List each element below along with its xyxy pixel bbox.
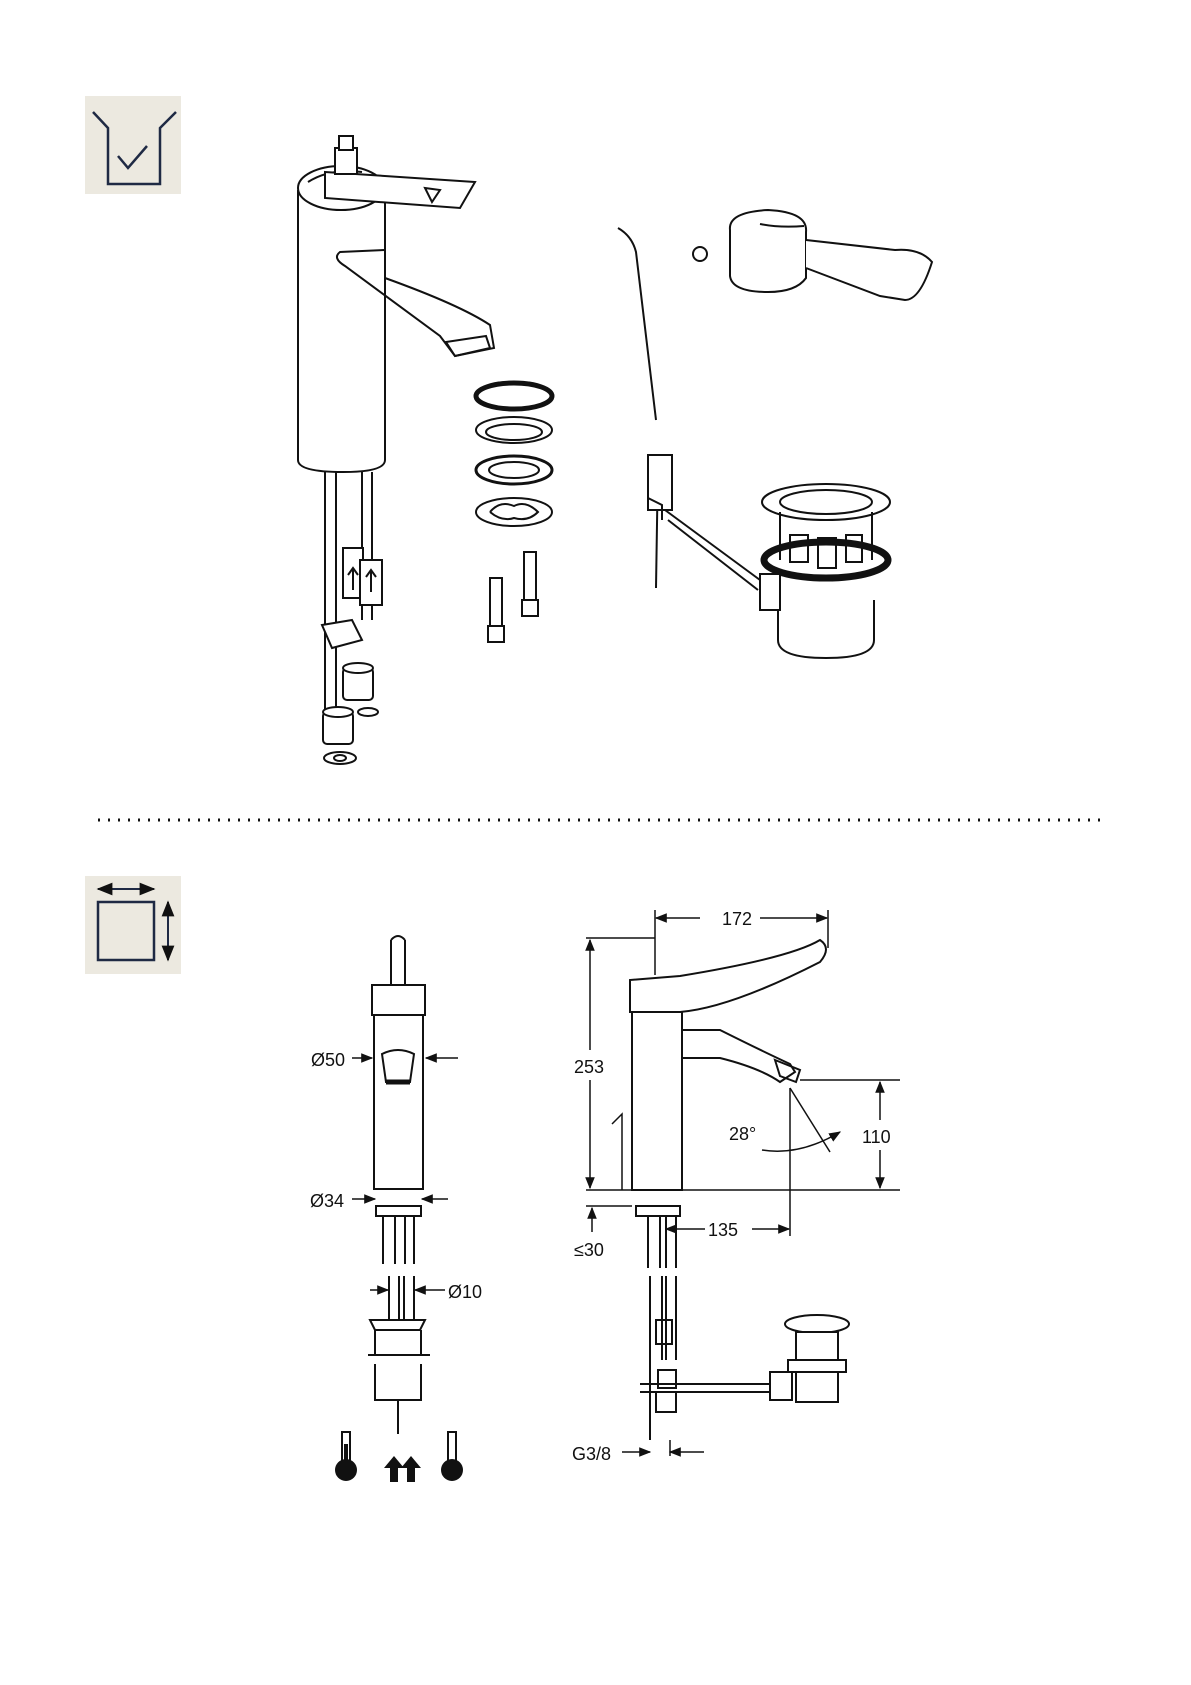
hot-water-icon <box>335 1432 357 1481</box>
mixer-body <box>298 136 494 472</box>
supply-hoses <box>322 472 382 764</box>
pop-up-waste <box>760 484 890 658</box>
dim-counter-thickness: ≤30 <box>574 1240 604 1260</box>
lever-handle <box>693 210 932 300</box>
dim-angle: 28° <box>729 1124 756 1144</box>
dimensions-icon <box>85 876 181 974</box>
front-view-drawing <box>368 936 430 1434</box>
exploded-view-drawing <box>298 136 932 764</box>
dim-tail-length: 135 <box>708 1220 738 1240</box>
cold-water-icon <box>441 1432 463 1481</box>
dim-tail-diameter: Ø10 <box>448 1282 482 1302</box>
threaded-studs <box>488 552 538 642</box>
flow-direction-icon <box>384 1456 421 1482</box>
dim-spout-height: 110 <box>862 1127 891 1147</box>
dim-thread: G3/8 <box>572 1444 611 1464</box>
dim-height: 253 <box>574 1057 604 1077</box>
dim-base-diameter: Ø34 <box>310 1191 344 1211</box>
scope-of-delivery-icon <box>85 96 181 194</box>
dim-body-diameter: Ø50 <box>311 1050 345 1070</box>
dim-spout-reach: 172 <box>722 909 752 929</box>
mounting-washers <box>476 383 552 526</box>
